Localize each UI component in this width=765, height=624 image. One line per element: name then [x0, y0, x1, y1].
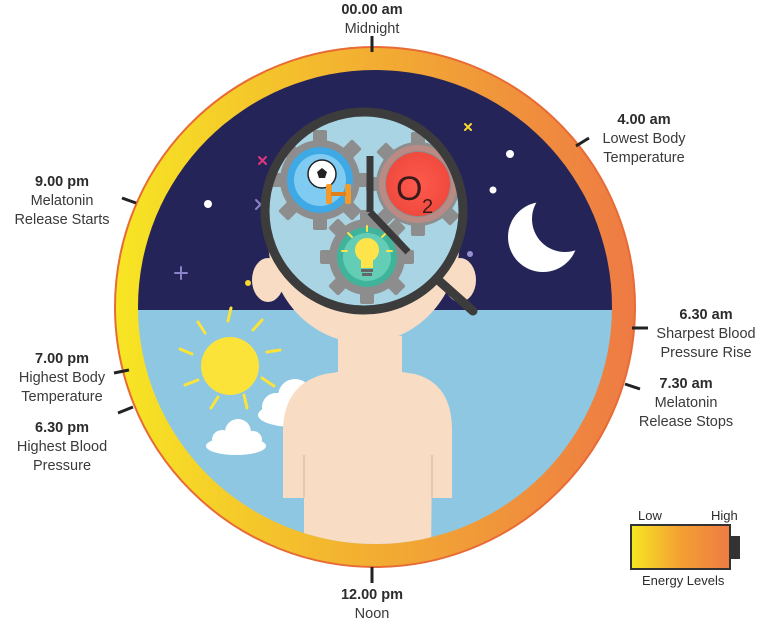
time-text: 9.00 pm	[35, 174, 89, 190]
label-630pm: 6.30 pm Highest Blood Pressure	[5, 419, 119, 476]
time-text: 6.30 pm	[35, 420, 89, 436]
legend-title: Energy Levels	[642, 573, 725, 588]
label-midnight: 00.00 am Midnight	[315, 1, 429, 39]
clock-hands	[366, 156, 411, 255]
desc-text: Lowest Body Temperature	[602, 131, 686, 166]
desc-text: Melatonin Release Starts	[14, 193, 110, 228]
legend-high: High	[711, 508, 738, 523]
legend-low: Low	[638, 508, 662, 523]
time-text: 6.30 am	[679, 307, 733, 323]
o2-subscript: 2	[422, 196, 433, 218]
label-730am: 7.30 am Melatonin Release Stops	[630, 375, 742, 432]
arm-lines	[303, 455, 433, 498]
time-text: 7.00 pm	[35, 351, 89, 367]
time-text: 4.00 am	[617, 112, 671, 128]
soccer-ball-icon	[307, 159, 337, 189]
desc-text: Midnight	[344, 21, 400, 37]
desc-text: Sharpest Blood Pressure Rise	[656, 326, 756, 361]
desc-text: Highest Body Temperature	[18, 370, 106, 405]
dumbbell-icon	[326, 184, 351, 204]
energy-battery	[630, 524, 740, 570]
label-9pm: 9.00 pm Melatonin Release Starts	[4, 173, 120, 230]
lightbulb-icon	[341, 225, 393, 276]
lens-handle	[432, 274, 478, 316]
time-text: 00.00 am	[341, 2, 403, 18]
sun-icon	[178, 306, 282, 410]
desc-text: Melatonin Release Stops	[638, 395, 734, 430]
label-630am: 6.30 am Sharpest Blood Pressure Rise	[648, 306, 764, 363]
time-text: 12.00 pm	[340, 587, 404, 603]
lens-rim	[260, 107, 468, 315]
desc-text: Noon	[354, 606, 390, 622]
label-noon: 12.00 pm Noon	[315, 586, 429, 624]
desc-text: Highest Blood Pressure	[16, 439, 108, 474]
label-7pm: 7.00 pm Highest Body Temperature	[0, 350, 124, 407]
cloud-icon	[206, 419, 266, 455]
o2-symbol: O	[396, 170, 422, 208]
time-ticks	[113, 36, 648, 583]
clock-lens	[260, 107, 478, 316]
moon-icon	[508, 186, 598, 272]
time-text: 7.30 am	[659, 376, 713, 392]
label-4am: 4.00 am Lowest Body Temperature	[584, 111, 704, 168]
